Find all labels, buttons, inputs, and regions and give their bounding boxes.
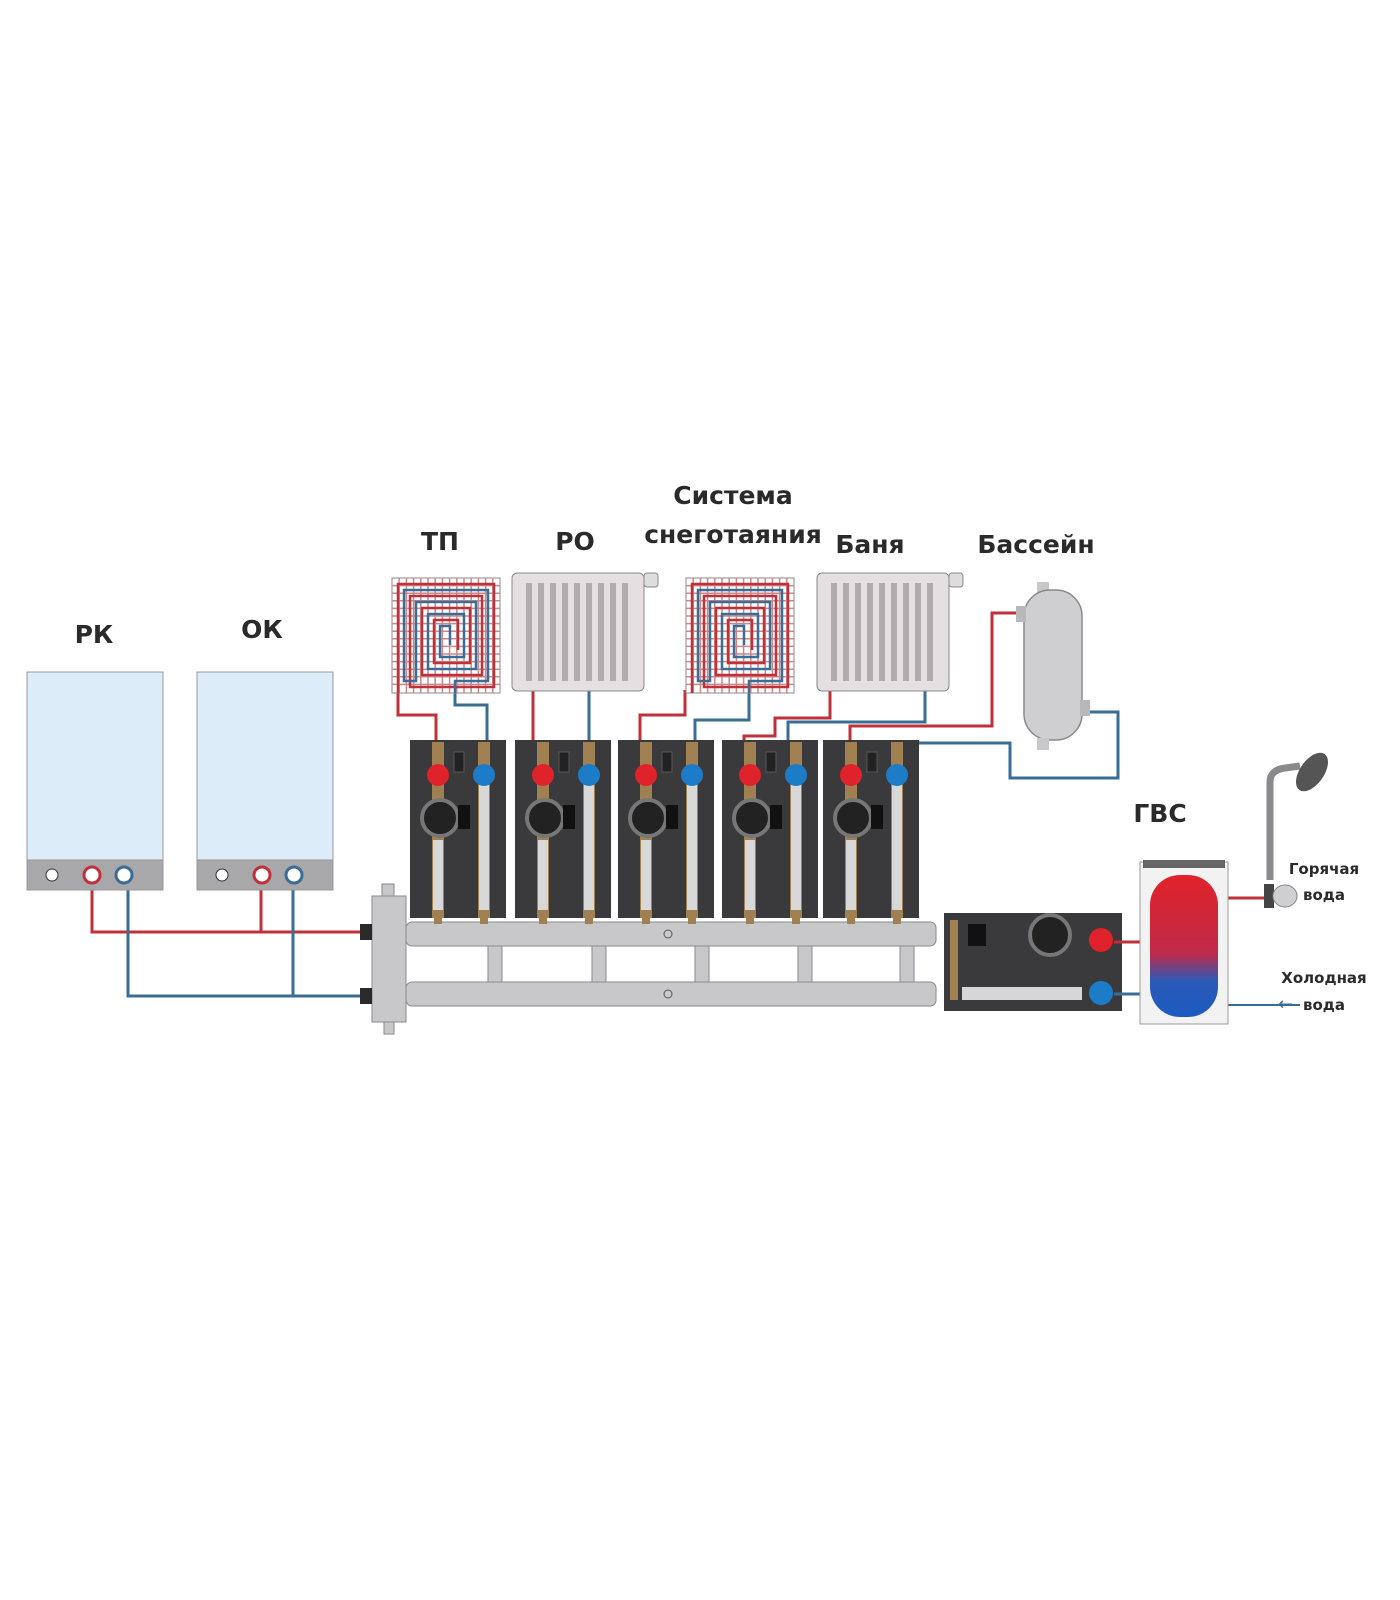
pool-pump-module <box>823 740 919 924</box>
warm-floor-grid <box>391 577 501 694</box>
radiator-heating-radiator <box>511 572 659 692</box>
label-cold-water-2: вода <box>1303 996 1345 1014</box>
return-thermometer-icon <box>681 764 703 786</box>
return-thermometer-icon <box>785 764 807 786</box>
main-boiler <box>196 671 334 891</box>
circulation-pump-icon <box>420 798 460 838</box>
shower-icon <box>1264 752 1328 908</box>
boiler-pipes <box>90 885 362 998</box>
sauna-pump-module <box>722 740 818 924</box>
supply-thermometer-icon <box>532 764 554 786</box>
supply-valve-icon <box>252 865 272 885</box>
supply-valve-icon <box>82 865 102 885</box>
circulation-pump-icon <box>833 798 873 838</box>
return-thermometer-icon <box>578 764 600 786</box>
gauge-icon <box>45 868 59 882</box>
return-thermometer-icon <box>886 764 908 786</box>
supply-thermometer-icon <box>739 764 761 786</box>
label-dhw: ГВС <box>1133 799 1186 828</box>
label-hot-water-2: вода <box>1303 886 1345 904</box>
warm-floor-pump-module <box>410 740 506 924</box>
reserve-boiler <box>26 671 164 891</box>
label-reserve-boiler: РК <box>75 620 114 649</box>
return-valve-icon <box>284 865 304 885</box>
consumer-pipes <box>396 611 1120 780</box>
snow-melting-pump-module <box>618 740 714 924</box>
label-main-boiler: ОК <box>241 615 283 644</box>
hydraulic-distributor <box>360 883 937 1035</box>
label-warm-floor: ТП <box>421 527 459 556</box>
cold-water-inlet-arrow-icon: ← <box>1278 994 1293 1015</box>
thermostat-valve-icon <box>643 572 659 588</box>
return-thermometer-icon <box>473 764 495 786</box>
circulation-pump-icon <box>525 798 565 838</box>
label-snow-melting-2: снеготаяния <box>644 520 822 549</box>
label-cold-water-1: Холодная <box>1281 969 1366 987</box>
label-hot-water-1: Горячая <box>1289 860 1359 878</box>
label-radiator-heating: РО <box>555 527 595 556</box>
return-valve-icon <box>114 865 134 885</box>
thermostat-valve-icon <box>948 572 964 588</box>
supply-thermometer-icon <box>635 764 657 786</box>
label-sauna: Баня <box>835 530 904 559</box>
dhw-tank: ← <box>1114 860 1300 1025</box>
gauge-icon <box>215 868 229 882</box>
supply-thermometer-icon <box>427 764 449 786</box>
sauna-radiator <box>816 572 964 692</box>
radiator-pump-module <box>515 740 611 924</box>
snow-melting-grid <box>685 577 795 694</box>
pool-heat-exchanger <box>1016 582 1090 750</box>
label-snow-melting-1: Система <box>673 481 792 510</box>
label-pool: Бассейн <box>977 530 1094 559</box>
dhw-pump-module <box>944 913 1122 1011</box>
circulation-pump-icon <box>628 798 668 838</box>
supply-thermometer-icon <box>840 764 862 786</box>
circulation-pump-icon <box>732 798 772 838</box>
